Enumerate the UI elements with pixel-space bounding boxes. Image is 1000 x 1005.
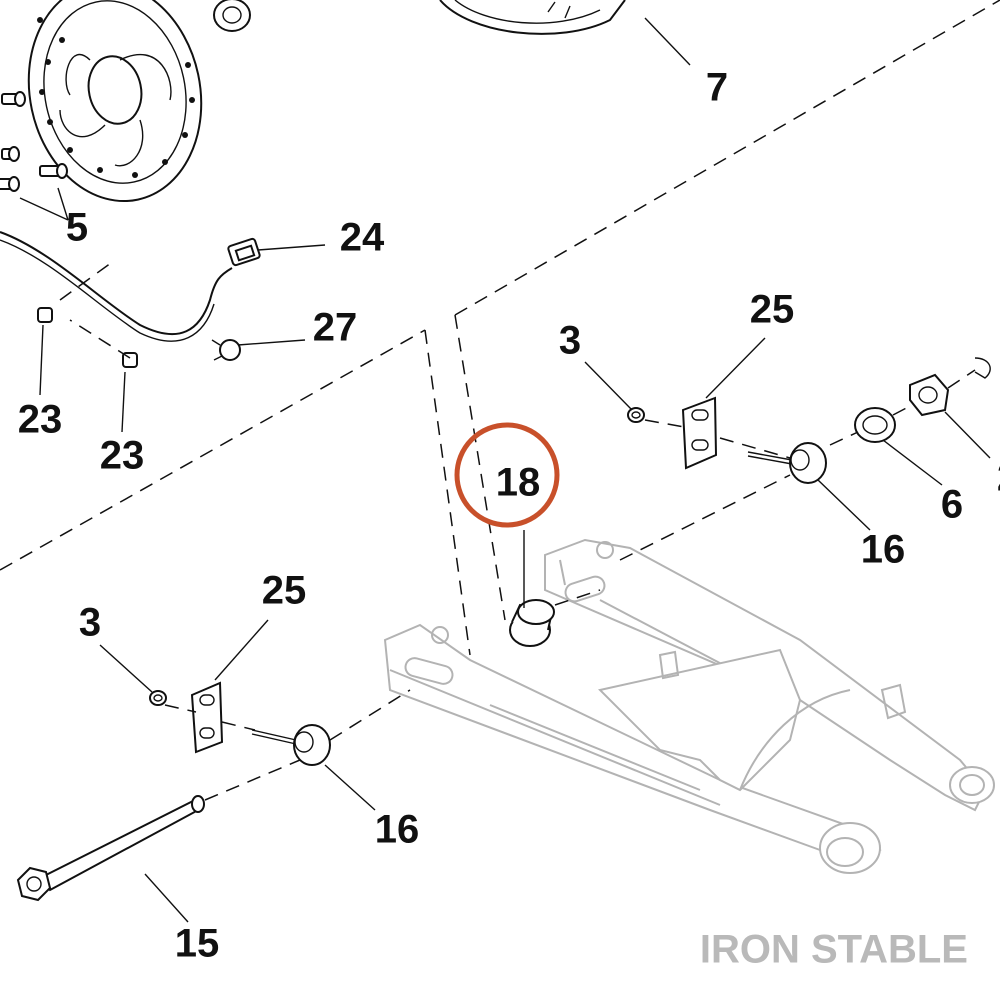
brake-rotor	[27, 0, 203, 203]
cable-clip	[211, 339, 241, 361]
callout-7: 7	[706, 66, 728, 110]
callout-5: 5	[66, 206, 88, 250]
rear-wheel	[439, 0, 626, 35]
callout-15: 15	[175, 922, 220, 966]
nut-right	[627, 407, 645, 423]
watermark-text: IRON STABLE	[700, 928, 968, 972]
abs-sensor-cable	[0, 231, 261, 342]
callout-2: 2	[997, 456, 1000, 500]
highlight-circle	[454, 422, 560, 528]
swingarm	[383, 538, 995, 874]
rear-axle	[16, 795, 205, 902]
callout-27: 27	[313, 306, 358, 350]
callout-3: 3	[79, 601, 101, 645]
spacer-left	[251, 724, 331, 766]
washer-6	[854, 407, 896, 443]
callout-25: 25	[750, 288, 795, 332]
reference-lines	[0, 0, 1000, 801]
callout-24: 24	[340, 216, 385, 260]
axle-nut	[909, 373, 950, 417]
nut-left	[149, 690, 167, 706]
callout-25: 25	[262, 569, 307, 613]
callout-23: 23	[18, 398, 63, 442]
callout-18: 18	[496, 461, 541, 505]
callout-labels: 7 5 24 27 23 23 3 25 6 16 18 3 25 16 15 …	[18, 66, 1000, 966]
callout-16: 16	[375, 808, 420, 852]
pivot-bushing	[509, 599, 555, 647]
callout-16: 16	[861, 528, 906, 572]
grommets	[37, 307, 138, 368]
callout-23: 23	[100, 434, 145, 478]
leader-lines	[19, 17, 991, 923]
rotor-bolts	[0, 91, 68, 192]
wheel-bearing	[213, 0, 251, 32]
axle-adjuster-right	[681, 396, 718, 470]
cotter-pin	[974, 357, 991, 379]
spacer-right	[747, 442, 827, 484]
axle-adjuster-left	[190, 681, 224, 754]
callout-6: 6	[941, 483, 963, 527]
callout-3: 3	[559, 319, 581, 363]
